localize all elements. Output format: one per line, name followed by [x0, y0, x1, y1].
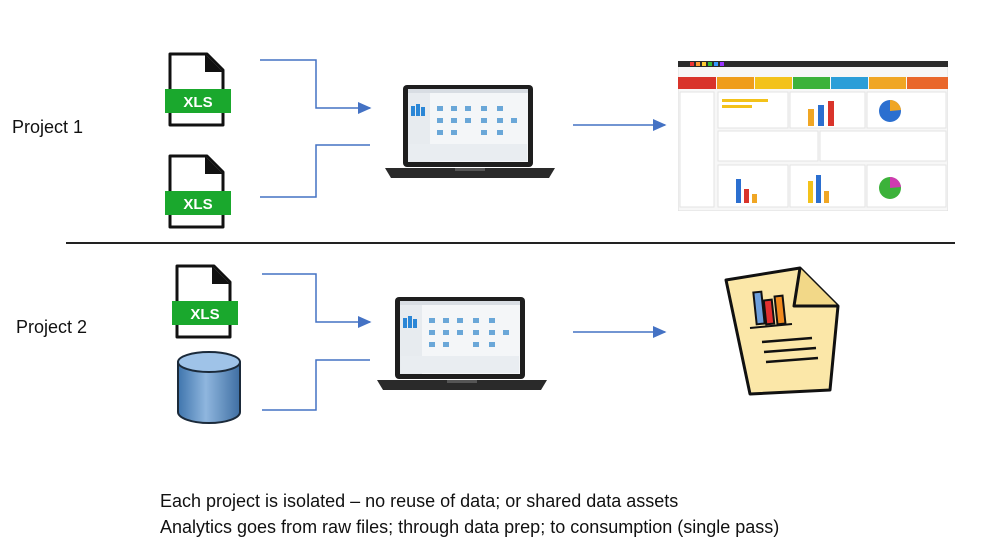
connector-p2-source2: [262, 359, 370, 411]
caption-line-1: Each project is isolated – no reuse of d…: [160, 491, 679, 511]
connector-p1-source2: [260, 144, 370, 198]
xls-file-icon: XLS: [165, 154, 231, 229]
xls-badge-text: XLS: [183, 94, 212, 111]
database-icon: [177, 351, 241, 424]
xls-file-icon: XLS: [172, 264, 238, 339]
laptop-icon: [377, 297, 547, 390]
dashboard-icon: [678, 61, 948, 211]
project-2-label: Project 2: [16, 317, 88, 337]
report-document-icon: [724, 266, 840, 396]
caption-line-2: Analytics goes from raw files; through d…: [160, 517, 780, 537]
xls-badge-text: XLS: [190, 306, 219, 323]
connector-p2-source1: [262, 273, 372, 328]
xls-file-icon: XLS: [165, 52, 231, 127]
xls-badge-text: XLS: [183, 196, 212, 213]
project-divider: [66, 242, 955, 244]
laptop-icon: [385, 85, 555, 178]
project-1-label: Project 1: [12, 117, 84, 137]
connector-p1-source1: [260, 59, 372, 114]
